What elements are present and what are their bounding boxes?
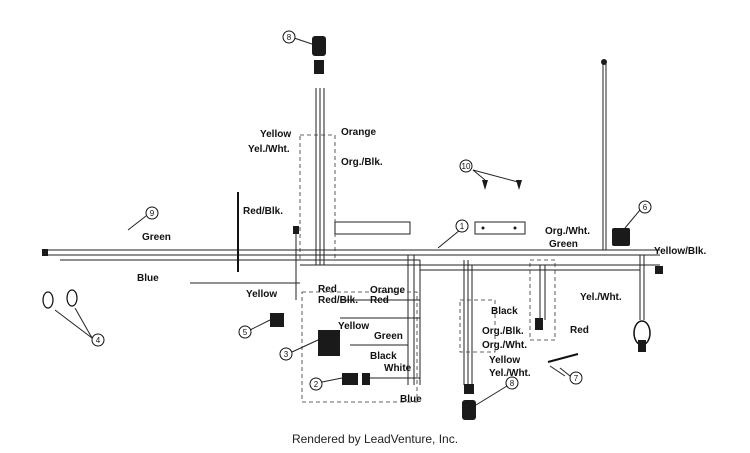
svg-text:6: 6 xyxy=(643,203,648,212)
callout-6: 6 xyxy=(624,200,652,229)
svg-text:3: 3 xyxy=(284,350,289,359)
label-yellow-lower: Yellow xyxy=(338,321,369,332)
right-drop xyxy=(459,259,556,420)
label-green-right: Green xyxy=(549,239,578,250)
label-black-lower: Black xyxy=(370,351,397,362)
svg-text:8: 8 xyxy=(287,33,292,42)
label-yel-wht-lower: Yel./Wht. xyxy=(489,368,531,379)
label-red-blk-mid: Red/Blk. xyxy=(318,295,358,306)
bulbs xyxy=(42,289,93,339)
label-red-mid: Red xyxy=(318,284,337,295)
harness-clips xyxy=(334,221,526,235)
right-antenna xyxy=(601,59,607,250)
svg-text:1: 1 xyxy=(460,222,465,231)
callout-8-bottom: 8 xyxy=(475,376,519,406)
label-black-right: Black xyxy=(491,306,518,317)
vertical-bundle-top xyxy=(299,36,336,265)
callout-10: 10 xyxy=(459,159,473,173)
callout-9: 9 xyxy=(127,206,159,231)
callout-5: 5 xyxy=(238,319,271,339)
label-orange-top: Orange xyxy=(341,127,376,138)
callout-7: 7 xyxy=(559,367,583,385)
svg-text:9: 9 xyxy=(150,209,155,218)
svg-text:5: 5 xyxy=(243,328,248,337)
label-org-blk-lower: Org./Blk. xyxy=(482,326,524,337)
label-org-wht-lower: Org./Wht. xyxy=(482,340,527,351)
label-white-lower: White xyxy=(384,363,412,374)
left-post xyxy=(237,192,299,300)
footer-credit: Rendered by LeadVenture, Inc. xyxy=(291,432,459,446)
callout-3: 3 xyxy=(279,339,319,361)
label-yellow-lower2: Yellow xyxy=(489,355,520,366)
svg-text:8: 8 xyxy=(510,379,515,388)
label-blue-lower: Blue xyxy=(400,394,422,405)
svg-text:4: 4 xyxy=(96,336,101,345)
label-yellow-mid: Yellow xyxy=(246,289,277,300)
svg-text:2: 2 xyxy=(314,380,319,389)
svg-text:10: 10 xyxy=(462,162,471,171)
label-yellow-blk: Yellow/Blk. xyxy=(654,246,706,257)
wire-labels: Yellow Orange Yel./Wht. Org./Blk. Red/Bl… xyxy=(137,127,706,405)
callout-2: 2 xyxy=(309,377,343,391)
svg-text:7: 7 xyxy=(574,374,579,383)
label-yellow-top: Yellow xyxy=(260,129,291,140)
label-org-blk-top: Org./Blk. xyxy=(341,157,383,168)
right-connector xyxy=(612,228,651,352)
callout-8-top: 8 xyxy=(282,30,313,45)
label-yel-wht-top: Yel./Wht. xyxy=(248,144,290,155)
fasteners xyxy=(472,169,522,190)
label-green-lower: Green xyxy=(374,331,403,342)
callout-4: 4 xyxy=(91,333,105,347)
main-harness xyxy=(42,249,663,284)
label-org-wht: Org./Wht. xyxy=(545,226,590,237)
label-yel-wht-right: Yel./Wht. xyxy=(580,292,622,303)
label-red-blk-left: Red/Blk. xyxy=(243,206,283,217)
label-red-mid2: Red xyxy=(370,295,389,306)
label-red-right: Red xyxy=(570,325,589,336)
label-orange-mid: Orange xyxy=(370,285,405,296)
key-part xyxy=(547,353,579,377)
label-blue-left: Blue xyxy=(137,273,159,284)
callout-1: 1 xyxy=(437,219,469,249)
label-green-left: Green xyxy=(142,232,171,243)
